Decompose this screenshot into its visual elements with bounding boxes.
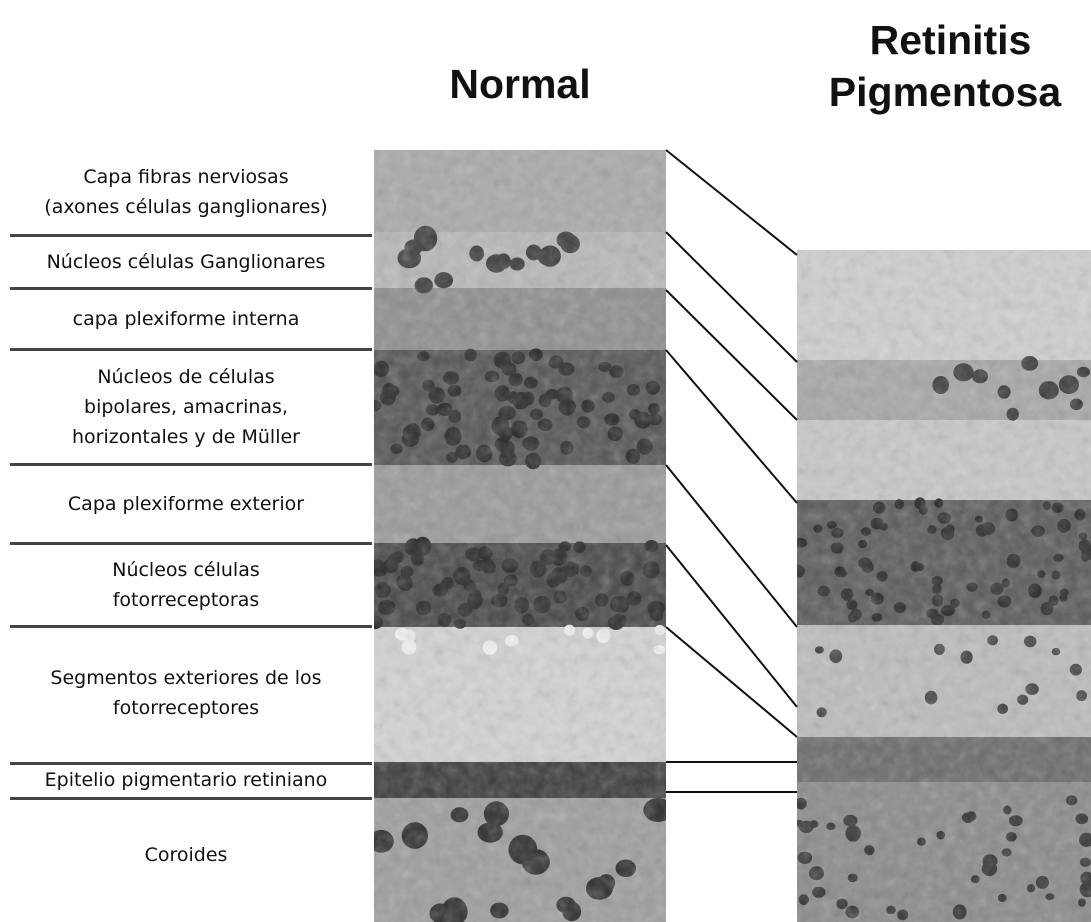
label-ganglion-nuclei: Núcleos células Ganglionares: [0, 237, 372, 287]
normal-retina-section: [367, 150, 673, 922]
connector-line: [666, 150, 797, 255]
label-rpe: Epitelio pigmentario retiniano: [0, 765, 372, 795]
connector-line: [666, 232, 797, 362]
rp-retina-section: [792, 250, 1091, 922]
label-choroid: Coroides: [0, 800, 372, 910]
label-inner-plexiform: capa plexiforme interna: [0, 290, 372, 348]
connector-line: [666, 350, 797, 503]
label-outer-plexiform: Capa plexiforme exterior: [0, 466, 372, 542]
connector-line: [666, 465, 797, 627]
label-nerve-fiber-layer: Capa fibras nerviosas(axones células gan…: [0, 150, 372, 234]
connector-line: [666, 290, 797, 420]
layer-connector-lines: [666, 150, 797, 792]
